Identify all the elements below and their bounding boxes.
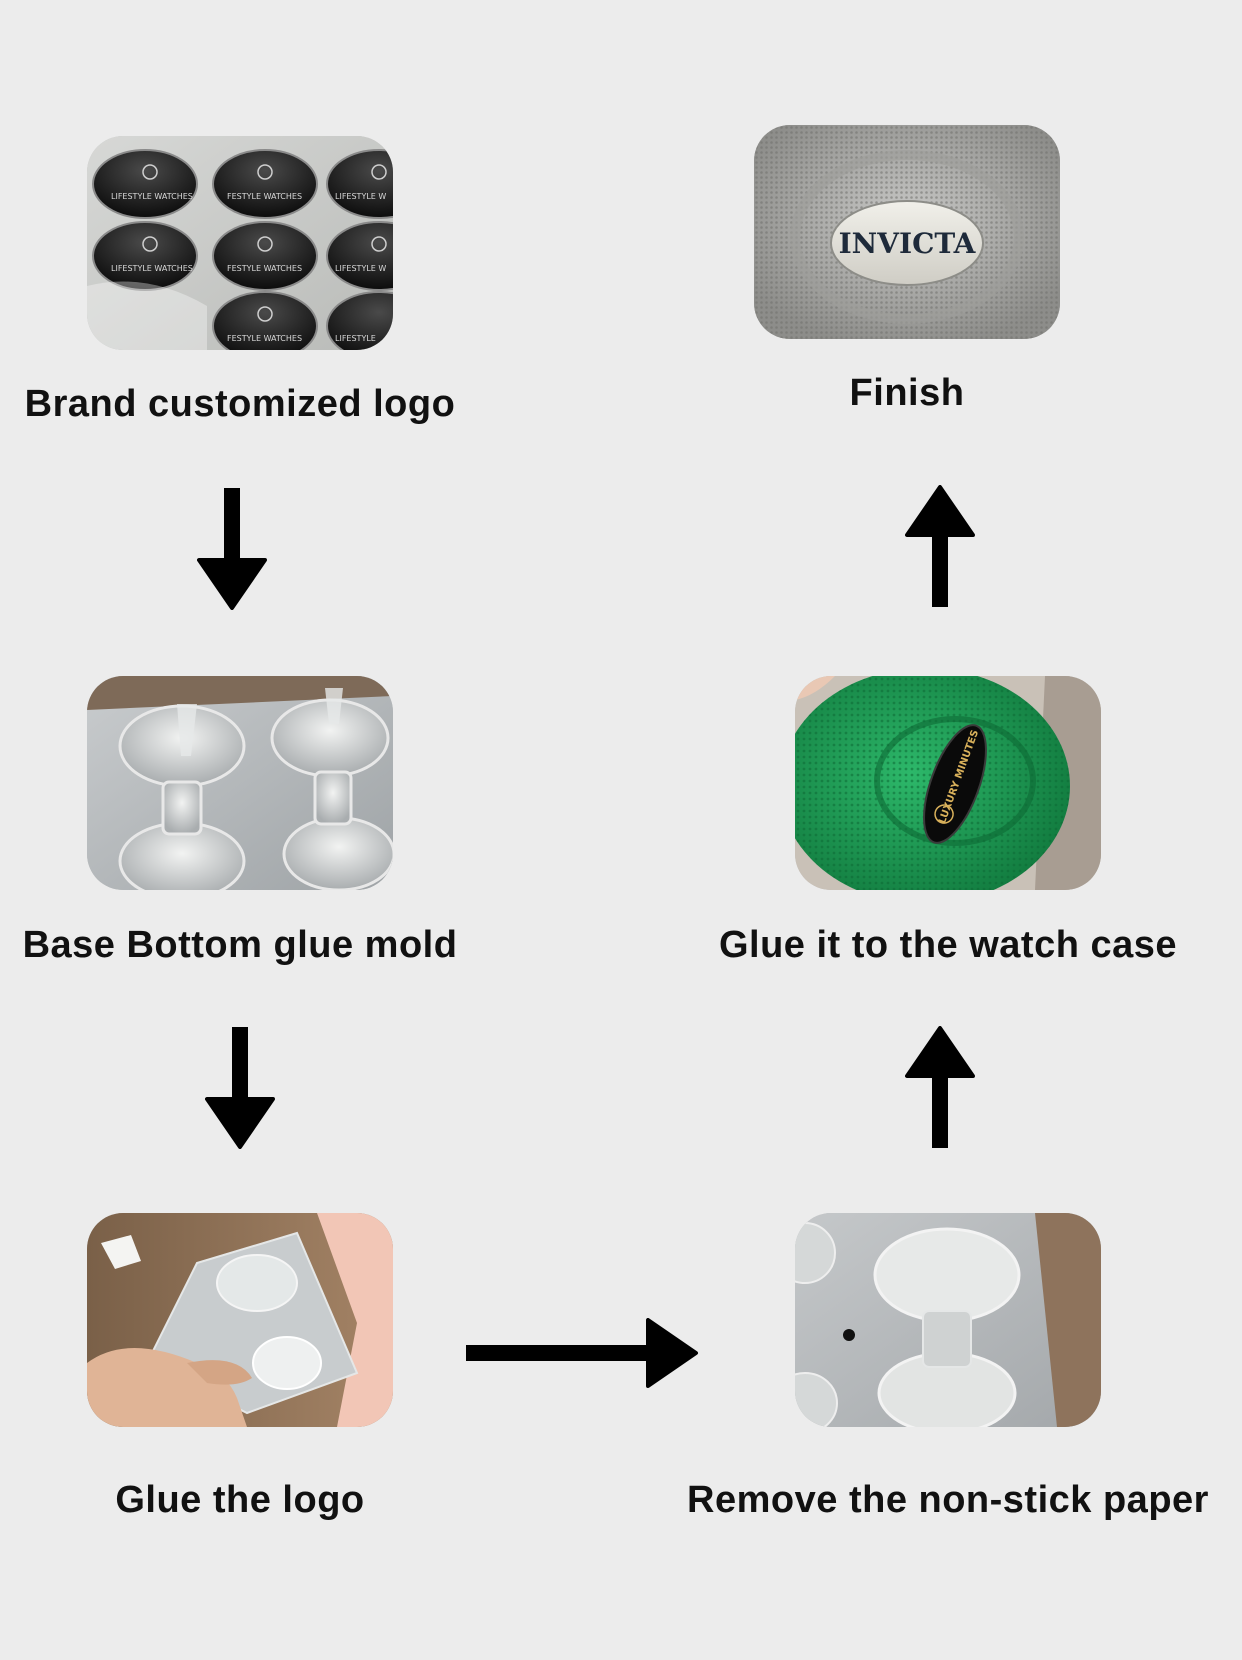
- step-4-photo: [795, 1213, 1101, 1427]
- svg-text:FESTYLE WATCHES: FESTYLE WATCHES: [227, 192, 302, 201]
- step-5-label: Glue it to the watch case: [718, 924, 1178, 966]
- svg-text:LIFESTYLE: LIFESTYLE: [335, 334, 376, 343]
- hand-gluing-logo-photo: [87, 1213, 393, 1427]
- step-3-photo: [87, 1213, 393, 1427]
- arrow-up-2: [905, 485, 975, 607]
- svg-text:FESTYLE WATCHES: FESTYLE WATCHES: [227, 264, 302, 273]
- step-1-photo: LIFESTYLE WATCHES FESTYLE WATCHES LIFEST…: [87, 136, 393, 350]
- step-3-label: Glue the logo: [115, 1479, 365, 1521]
- svg-text:INVICTA: INVICTA: [839, 227, 977, 260]
- step-6-label: Finish: [849, 372, 965, 414]
- svg-text:FESTYLE WATCHES: FESTYLE WATCHES: [227, 334, 302, 343]
- epoxy-logo-stickers-photo: LIFESTYLE WATCHES FESTYLE WATCHES LIFEST…: [87, 136, 393, 350]
- arrow-up-1: [905, 1026, 975, 1148]
- arrow-right: [466, 1318, 700, 1388]
- step-6-photo: INVICTA: [754, 125, 1060, 339]
- svg-text:LIFESTYLE WATCHES: LIFESTYLE WATCHES: [111, 264, 193, 273]
- step-5-photo: LUXURY MINUTES: [795, 676, 1101, 890]
- svg-text:LIFESTYLE WATCHES: LIFESTYLE WATCHES: [111, 192, 193, 201]
- step-2-photo: [87, 676, 393, 890]
- mold-without-paper-photo: [795, 1213, 1101, 1427]
- svg-text:LIFESTYLE W: LIFESTYLE W: [335, 264, 386, 273]
- arrow-down-1: [197, 488, 267, 610]
- step-1-label: Brand customized logo: [24, 383, 456, 425]
- green-watch-case-photo: LUXURY MINUTES: [795, 676, 1101, 890]
- grey-watch-case-photo: INVICTA: [754, 125, 1060, 339]
- svg-text:LIFESTYLE W: LIFESTYLE W: [335, 192, 386, 201]
- arrow-down-2: [205, 1027, 275, 1149]
- step-2-label: Base Bottom glue mold: [22, 924, 458, 966]
- step-4-label: Remove the non-stick paper: [687, 1479, 1209, 1521]
- glue-mold-photo: [87, 676, 393, 890]
